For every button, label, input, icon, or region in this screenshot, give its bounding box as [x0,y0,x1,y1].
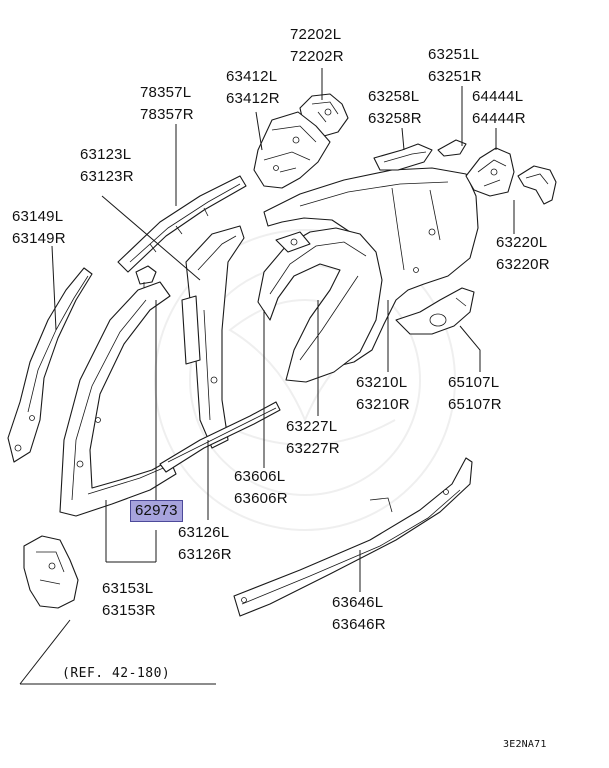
label-65107-l: 65107L [448,374,500,391]
part-63220-corner[interactable] [517,165,557,205]
label-63251-r: 63251R [428,68,482,85]
label-63227-r: 63227R [286,440,340,457]
label-63251[interactable]: 63251L 63251R [428,44,482,88]
diagram-code: 3E2NA71 [503,739,547,750]
label-63606-r: 63606R [234,490,288,507]
label-63220-r: 63220R [496,256,550,273]
label-63220[interactable]: 63220L 63220R [496,232,550,276]
label-62973-highlighted[interactable]: 62973 [130,500,183,522]
label-64444-r: 64444R [472,110,526,127]
label-63412[interactable]: 63412L 63412R [226,66,280,110]
label-63153-r: 63153R [102,602,156,619]
label-63227[interactable]: 63227L 63227R [286,416,340,460]
part-63646-sill[interactable] [233,457,473,617]
part-78357-roof-rail[interactable] [117,175,247,273]
label-63126-l: 63126L [178,524,230,541]
part-65107-fuel-housing[interactable] [395,287,475,335]
label-63123-r: 63123R [80,168,134,185]
label-63210-l: 63210L [356,374,408,391]
label-63646-r: 63646R [332,616,386,633]
label-63258-r: 63258R [368,110,422,127]
part-64444-bracket[interactable] [465,147,515,197]
label-63210-r: 63210R [356,396,410,413]
label-63606[interactable]: 63606L 63606R [234,466,288,510]
label-64444[interactable]: 64444L 64444R [472,86,526,130]
label-63258-l: 63258L [368,88,420,105]
label-65107[interactable]: 65107L 65107R [448,372,502,416]
label-63227-l: 63227L [286,418,338,435]
part-63153-side-panel[interactable] [59,281,177,517]
label-63126[interactable]: 63126L 63126R [178,522,232,566]
label-72202-r: 72202R [290,48,344,65]
label-63251-l: 63251L [428,46,480,63]
label-63220-l: 63220L [496,234,548,251]
label-63153[interactable]: 63153L 63153R [102,578,156,622]
label-63153-l: 63153L [102,580,154,597]
label-63123[interactable]: 63123L 63123R [80,144,134,188]
leader-lines [19,68,515,685]
label-63126-r: 63126R [178,546,232,563]
label-63412-r: 63412R [226,90,280,107]
label-63258[interactable]: 63258L 63258R [368,86,422,130]
label-63123-l: 63123L [80,146,132,163]
part-63412-bracket[interactable] [253,111,331,189]
label-72202[interactable]: 72202L 72202R [290,24,344,68]
part-63258-panel[interactable] [373,143,433,171]
label-64444-l: 64444L [472,88,524,105]
part-ref-42-180[interactable] [23,535,79,609]
label-78357-r: 78357R [140,106,194,123]
label-63646-l: 63646L [332,594,384,611]
part-63227-wheel-house[interactable] [257,227,383,383]
label-63606-l: 63606L [234,468,286,485]
label-78357-l: 78357L [140,84,192,101]
label-72202-l: 72202L [290,26,342,43]
label-65107-r: 65107R [448,396,502,413]
reference-label[interactable]: (REF. 42-180) [62,666,171,681]
label-63412-l: 63412L [226,68,278,85]
part-63126-center-pillar[interactable] [181,225,245,449]
label-78357[interactable]: 78357L 78357R [140,82,194,126]
label-63646[interactable]: 63646L 63646R [332,592,386,636]
label-63149-l: 63149L [12,208,64,225]
label-63210[interactable]: 63210L 63210R [356,372,410,416]
label-63149[interactable]: 63149L 63149R [12,206,66,250]
part-63251-clip[interactable] [437,139,467,157]
label-63149-r: 63149R [12,230,66,247]
part-63606-rocker-inner[interactable] [159,401,281,473]
